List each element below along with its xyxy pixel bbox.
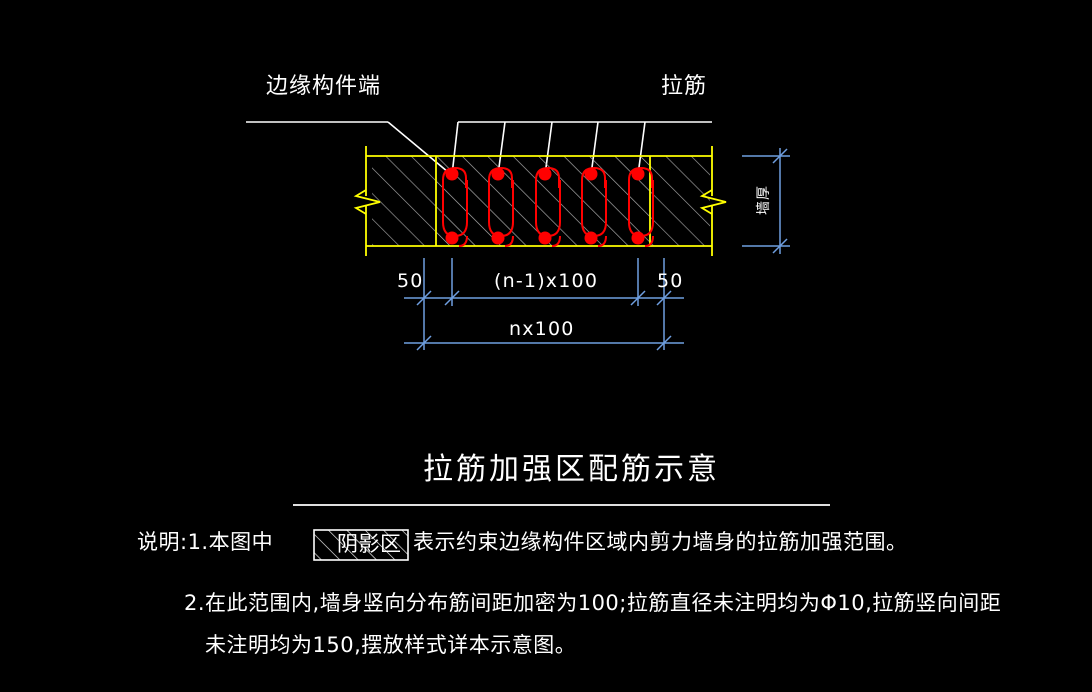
rebar-dot-top-5 bbox=[631, 167, 645, 181]
rebar-dot-top-4 bbox=[584, 167, 598, 181]
note-hatch-swatch bbox=[313, 529, 409, 561]
note-line-1-hatch-label: 阴影区 bbox=[337, 532, 402, 556]
tick-thick-top bbox=[772, 148, 788, 164]
dim-label-right-edge: 50 bbox=[657, 270, 684, 292]
rebar-dot-top-3 bbox=[538, 167, 552, 181]
break-symbol-left bbox=[353, 189, 381, 215]
note-line-1-prefix: 说明:1.本图中 bbox=[137, 530, 274, 554]
break-symbols bbox=[353, 189, 727, 215]
drawing-title: 拉筋加强区配筋示意 bbox=[423, 452, 720, 487]
tick-upper-2 bbox=[444, 290, 460, 306]
rebar-dot-bottom-5 bbox=[631, 231, 645, 245]
note-line-3: 未注明均为150,摆放样式详本示意图。 bbox=[205, 633, 577, 657]
note-line-2: 2.在此范围内,墙身竖向分布筋间距加密为100;拉筋直径未注明均为Φ10,拉筋竖… bbox=[184, 591, 1002, 615]
tick-thick-bottom bbox=[772, 238, 788, 254]
tick-upper-1 bbox=[416, 290, 432, 306]
rebar-dot-top-2 bbox=[491, 167, 505, 181]
dim-label-center-span: (n-1)x100 bbox=[494, 270, 599, 292]
rebar-dot-bottom-3 bbox=[538, 231, 552, 245]
dimension-lines bbox=[404, 148, 790, 351]
dim-label-total-span: nx100 bbox=[509, 318, 575, 340]
note-line-1-suffix: 表示约束边缘构件区域内剪力墙身的拉筋加强范围。 bbox=[413, 530, 908, 554]
rebar-dot-bottom-1 bbox=[445, 231, 459, 245]
tick-lower-1 bbox=[416, 335, 432, 351]
break-symbol-right bbox=[699, 189, 727, 215]
rebar-dot-bottom-2 bbox=[491, 231, 505, 245]
leader-lines bbox=[246, 121, 712, 176]
rebar-dots bbox=[445, 167, 645, 245]
tick-upper-4 bbox=[656, 290, 672, 306]
label-tie-bar: 拉筋 bbox=[661, 74, 708, 99]
tick-upper-3 bbox=[630, 290, 646, 306]
dim-label-left-edge: 50 bbox=[397, 270, 424, 292]
tick-lower-2 bbox=[656, 335, 672, 351]
label-wall-thickness: 墙厚 bbox=[756, 185, 772, 215]
label-edge-member-end: 边缘构件端 bbox=[266, 74, 382, 99]
rebar-dot-top-1 bbox=[445, 167, 459, 181]
wall-hatch-region bbox=[372, 156, 710, 246]
rebar-dot-bottom-4 bbox=[584, 231, 598, 245]
